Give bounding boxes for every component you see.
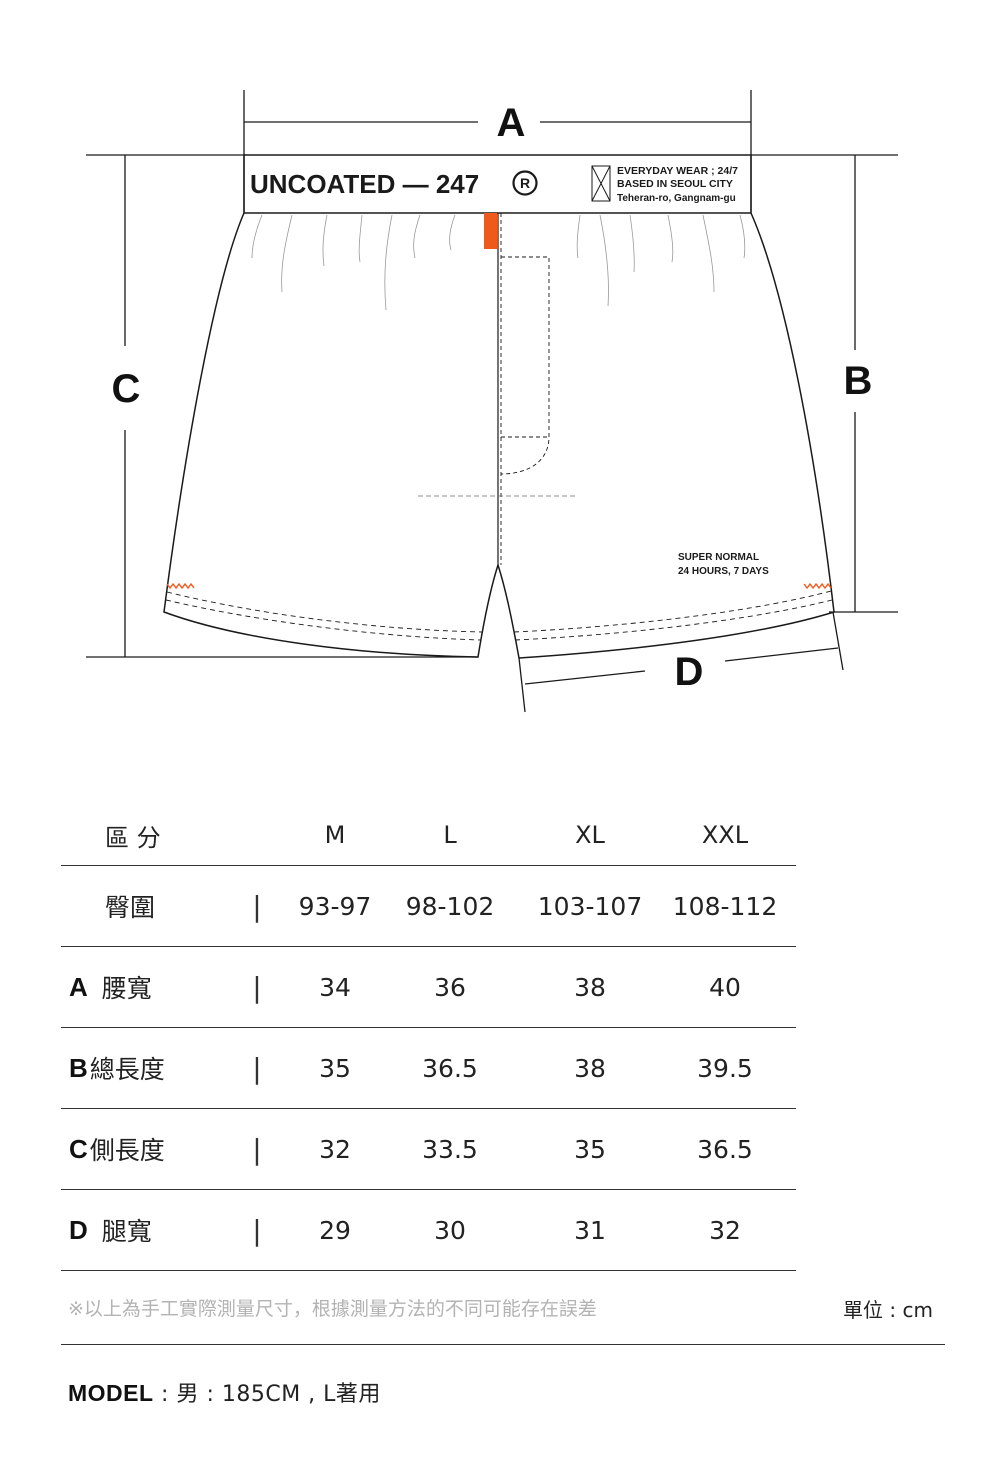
unit-label: 單位 : cm <box>843 1298 933 1322</box>
leg-print-line-1: SUPER NORMAL <box>678 552 759 563</box>
row-separator: | <box>252 1213 262 1247</box>
table-row-hip: 臀圍 | 93-97 98-102 103-107 108-112 <box>61 866 796 947</box>
header-label: 區 分 <box>105 823 161 852</box>
dim-d-ext-right <box>832 611 844 671</box>
divider <box>61 1344 945 1345</box>
shorts-measurement-diagram: UNCOATED — 247 R EVERYDAY WEAR ; 24/7 BA… <box>86 90 898 713</box>
header-size-l: L <box>443 821 457 849</box>
size-table-header: 區 分 M L XL XXL <box>61 805 796 866</box>
value-xl: 38 <box>574 972 606 1002</box>
value-m: 93-97 <box>298 891 372 921</box>
row-separator: | <box>252 1051 262 1085</box>
dim-d-line-right <box>724 647 839 662</box>
hem-stitch-left <box>166 591 484 633</box>
value-xl: 35 <box>574 1134 606 1164</box>
value-xxl: 36.5 <box>697 1134 753 1164</box>
value-xxl: 32 <box>709 1215 741 1245</box>
value-m: 35 <box>319 1053 351 1083</box>
value-xxl: 39.5 <box>697 1053 753 1083</box>
registered-mark-circle <box>512 170 538 196</box>
dim-d-ext-left <box>518 657 526 713</box>
tag-box-icon <box>591 165 611 202</box>
dim-b-label: B <box>844 359 873 403</box>
dim-d-label: D <box>675 650 704 694</box>
value-l: 98-102 <box>405 891 495 921</box>
orange-zigzag-left <box>166 582 195 590</box>
header-size-xl: XL <box>575 821 605 849</box>
leg-print-line-2: 24 HOURS, 7 DAYS <box>678 566 769 577</box>
fly-stitch <box>500 213 550 565</box>
hem-stitch-right-2 <box>514 599 833 641</box>
row-separator: | <box>252 970 262 1004</box>
value-m: 32 <box>319 1134 351 1164</box>
dim-d-line-left <box>524 670 646 685</box>
tag-line-3: Teheran-ro, Gangnam-gu <box>617 193 736 204</box>
value-l: 36 <box>434 972 466 1002</box>
shorts-outline <box>163 212 835 659</box>
header-size-m: M <box>324 821 346 849</box>
value-m: 29 <box>319 1215 351 1245</box>
dim-c-label: C <box>112 367 141 411</box>
orange-loop-tab <box>484 213 497 249</box>
dim-a-label: A <box>497 101 526 145</box>
header-size-xxl: XXL <box>701 821 749 849</box>
value-xl: 103-107 <box>537 891 643 921</box>
value-xxl: 108-112 <box>672 891 778 921</box>
orange-zigzag-right <box>803 582 832 590</box>
value-l: 36.5 <box>422 1053 478 1083</box>
row-separator: | <box>252 889 262 923</box>
brand-wordmark: UNCOATED — 247 <box>250 169 479 199</box>
hem-stitch-right <box>513 590 832 633</box>
value-xl: 38 <box>574 1053 606 1083</box>
model-label: MODEL <box>68 1380 154 1406</box>
value-m: 34 <box>319 972 351 1002</box>
row-label: 臀圍 <box>105 893 156 922</box>
registered-mark: R <box>520 175 530 191</box>
model-info: MODEL : 男 : 185CM , L著用 <box>68 1376 381 1408</box>
value-l: 33.5 <box>422 1134 478 1164</box>
measurement-note: ※以上為手工實際測量尺寸，根據測量方法的不同可能存在誤差 <box>68 1298 597 1320</box>
model-text: : 男 : 185CM , L著用 <box>153 1382 381 1407</box>
size-table: 區 分 M L XL XXL 臀圍 | 93-97 98-102 103-107… <box>61 805 796 1271</box>
row-separator: | <box>252 1132 262 1166</box>
value-l: 30 <box>434 1215 466 1245</box>
hem-stitch-left-2 <box>165 599 482 641</box>
tag-line-1: EVERYDAY WEAR ; 24/7 <box>617 165 738 177</box>
value-xxl: 40 <box>709 972 741 1002</box>
value-xl: 31 <box>574 1215 606 1245</box>
tag-line-2: BASED IN SEOUL CITY <box>617 178 733 190</box>
waist-gathers <box>251 214 746 311</box>
